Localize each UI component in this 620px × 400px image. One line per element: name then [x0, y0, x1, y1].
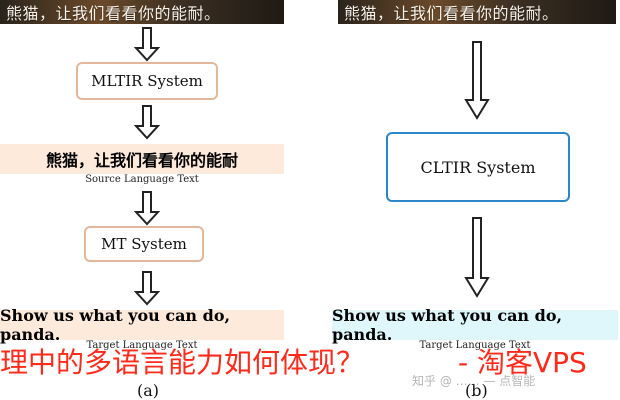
watermark: 知乎 @ …… — 点智能: [412, 374, 536, 388]
right-target-language-band: Show us what you can do, panda.: [332, 306, 618, 344]
source-language-band: 熊猫，让我们看看你的能耐: [0, 144, 284, 174]
overlay-left-text: 理中的多语言能力如何体现？: [0, 346, 365, 379]
down-arrow-icon: [132, 190, 162, 226]
mt-system-box: MT System: [84, 226, 204, 262]
mltir-system-label: MLTIR System: [91, 72, 203, 90]
cltir-system-box: CLTIR System: [386, 132, 570, 202]
right-top-text: 熊猫，让我们看看你的能耐。: [344, 4, 559, 23]
source-language-caption: Source Language Text: [85, 174, 199, 185]
source-language-text: 熊猫，让我们看看你的能耐: [45, 151, 238, 170]
left-target-language-caption: Target Language Text: [86, 340, 198, 351]
down-arrow-icon: [132, 270, 162, 306]
panel-label-a: (a): [137, 381, 160, 400]
right-top-image-caption: 熊猫，让我们看看你的能耐。: [338, 0, 616, 24]
left-target-language-text: Show us what you can do, panda.: [0, 306, 231, 344]
down-arrow-icon: [132, 26, 162, 62]
down-arrow-icon: [462, 40, 492, 120]
mt-system-label: MT System: [101, 235, 187, 253]
right-target-language-text: Show us what you can do, panda.: [332, 306, 563, 344]
panel-label-b: (b): [465, 381, 488, 400]
cltir-system-label: CLTIR System: [420, 157, 536, 177]
overlay-right-text: - 淘客VPS: [458, 346, 587, 379]
overlay-title: 理中的多语言能力如何体现？ - 淘客VPS: [0, 343, 620, 383]
mltir-system-box: MLTIR System: [76, 62, 218, 100]
down-arrow-icon: [132, 104, 162, 140]
left-top-image-caption: 熊猫，让我们看看你的能耐。: [0, 0, 284, 24]
left-top-text: 熊猫，让我们看看你的能耐。: [6, 4, 221, 23]
right-target-language-caption: Target Language Text: [419, 340, 531, 351]
left-target-language-band: Show us what you can do, panda.: [0, 306, 284, 344]
down-arrow-icon: [462, 216, 492, 298]
